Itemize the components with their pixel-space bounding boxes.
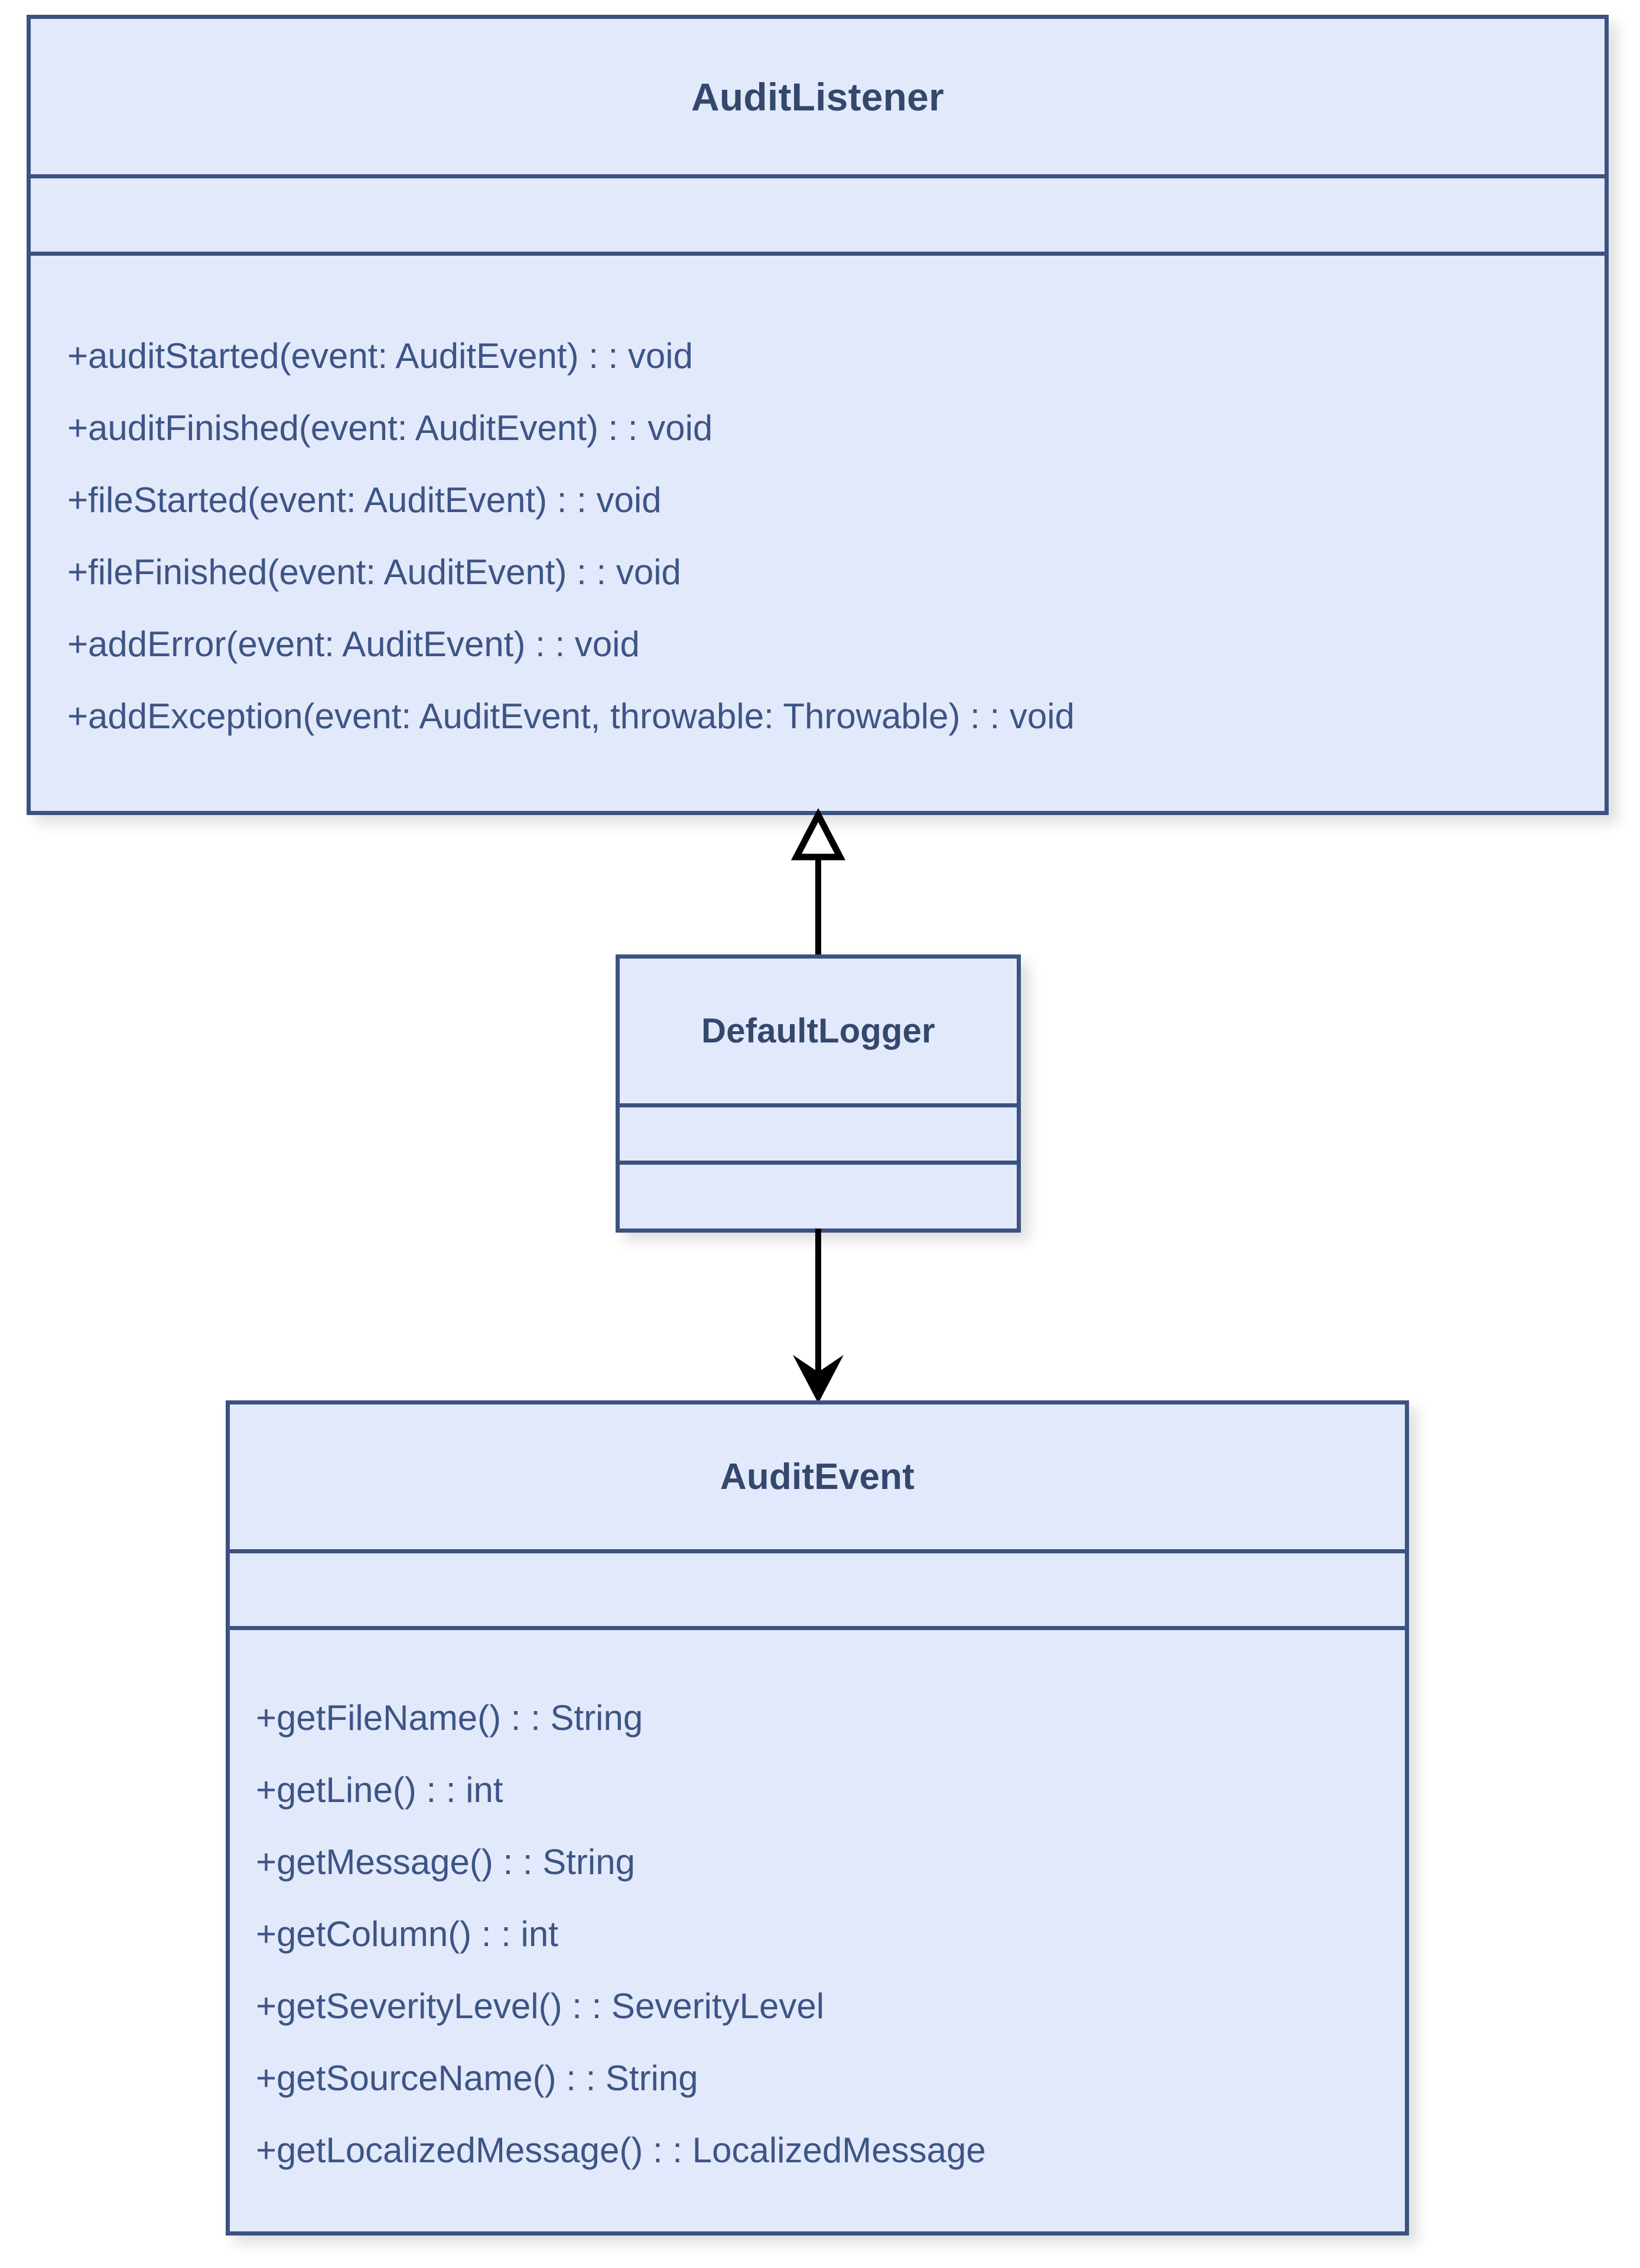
method-item: +getSeverityLevel() : : SeverityLevel (256, 1986, 825, 2026)
method-item: +addException(event: AuditEvent, throwab… (67, 696, 1075, 736)
hollow-triangle-arrowhead-icon (790, 808, 846, 861)
class-name-auditlistener: AuditListener (31, 19, 1605, 178)
class-box-auditlistener[interactable]: AuditListener +auditStarted(event: Audit… (27, 15, 1609, 815)
class-box-defaultlogger[interactable]: DefaultLogger (616, 954, 1021, 1233)
method-item: +getMessage() : : String (256, 1842, 635, 1882)
class-name-defaultlogger: DefaultLogger (620, 959, 1017, 1107)
method-item: +getLocalizedMessage() : : LocalizedMess… (256, 2130, 986, 2170)
dependency-arrow-defaultlogger-to-auditevent (793, 1228, 844, 1403)
methods-compartment-defaultlogger (620, 1165, 1017, 1228)
attributes-compartment-auditlistener (31, 178, 1605, 256)
method-item: +fileStarted(event: AuditEvent) : : void (67, 480, 662, 520)
method-item: +auditStarted(event: AuditEvent) : : voi… (67, 336, 693, 376)
method-item: +auditFinished(event: AuditEvent) : : vo… (67, 408, 713, 448)
method-item: +addError(event: AuditEvent) : : void (67, 624, 640, 664)
method-item: +getSourceName() : : String (256, 2058, 698, 2098)
class-box-auditevent[interactable]: AuditEvent +getFileName() : : String +ge… (226, 1400, 1409, 2236)
methods-compartment-auditevent: +getFileName() : : String +getLine() : :… (230, 1630, 1405, 2231)
class-name-auditevent: AuditEvent (230, 1405, 1405, 1553)
generalization-arrow-defaultlogger-to-auditlistener (790, 808, 846, 960)
method-item: +getLine() : : int (256, 1770, 503, 1810)
method-item: +fileFinished(event: AuditEvent) : : voi… (67, 552, 681, 592)
attributes-compartment-defaultlogger (620, 1107, 1017, 1165)
method-item: +getFileName() : : String (256, 1698, 643, 1738)
attributes-compartment-auditevent (230, 1553, 1405, 1630)
solid-arrowhead-icon (793, 1355, 844, 1403)
methods-compartment-auditlistener: +auditStarted(event: AuditEvent) : : voi… (31, 256, 1605, 811)
method-item: +getColumn() : : int (256, 1914, 558, 1954)
